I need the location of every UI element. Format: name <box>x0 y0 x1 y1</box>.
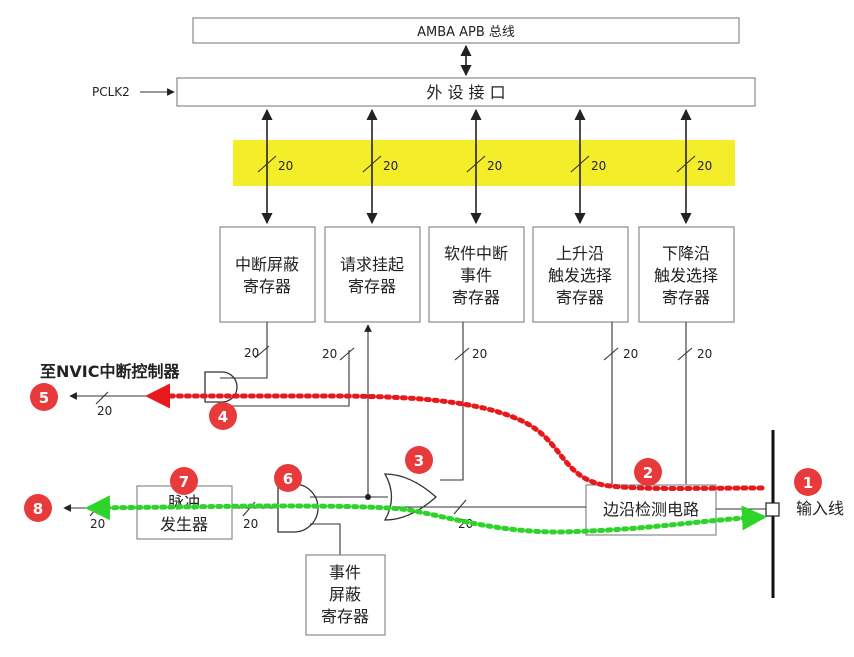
width-label: 20 <box>278 159 293 173</box>
svg-text:寄存器: 寄存器 <box>321 607 369 626</box>
step-badge-3: 3 <box>405 446 433 474</box>
step-badge-2: 2 <box>634 458 662 486</box>
svg-text:发生器: 发生器 <box>160 515 208 534</box>
width-label: 20 <box>487 159 502 173</box>
input-pin <box>765 502 780 517</box>
amba-apb-bus-box <box>192 17 740 44</box>
junction-dot <box>365 494 371 500</box>
svg-text:5: 5 <box>39 389 49 407</box>
interrupt-and-gate <box>204 371 238 403</box>
width-label: 20 <box>697 159 712 173</box>
width-label: 20 <box>383 159 398 173</box>
svg-text:事件: 事件 <box>329 563 361 582</box>
step-badge-1: 1 <box>794 468 822 496</box>
nvic-width-label: 20 <box>97 404 112 418</box>
peripheral-interface-label: 外 设 接 口 <box>426 83 505 102</box>
svg-text:1: 1 <box>803 474 813 492</box>
svg-text:中断屏蔽: 中断屏蔽 <box>235 255 299 274</box>
highlight-band <box>233 140 735 186</box>
svg-text:寄存器: 寄存器 <box>243 277 291 296</box>
svg-text:触发选择: 触发选择 <box>654 266 718 285</box>
svg-text:寄存器: 寄存器 <box>348 277 396 296</box>
svg-text:20: 20 <box>243 517 258 531</box>
svg-text:软件中断: 软件中断 <box>444 244 508 263</box>
step-badge-7: 7 <box>170 467 198 495</box>
input-line-label: 输入线 <box>796 499 844 518</box>
event-path <box>85 495 767 535</box>
svg-text:20: 20 <box>623 347 638 361</box>
event-mask-register: 事件 屏蔽 寄存器 <box>305 554 386 636</box>
svg-text:3: 3 <box>414 452 424 470</box>
svg-text:寄存器: 寄存器 <box>556 288 604 307</box>
pclk2-label: PCLK2 <box>92 85 130 99</box>
software-interrupt-event-register: 软件中断 事件 寄存器 <box>428 226 525 323</box>
falling-edge-select-register: 下降沿 触发选择 寄存器 <box>638 226 735 323</box>
svg-text:20: 20 <box>322 347 337 361</box>
svg-text:20: 20 <box>244 346 259 360</box>
svg-text:寄存器: 寄存器 <box>662 288 710 307</box>
event-mask-wire <box>310 523 341 555</box>
svg-text:4: 4 <box>218 408 228 426</box>
peripheral-interface-box <box>176 77 756 107</box>
svg-text:20: 20 <box>697 347 712 361</box>
svg-text:20: 20 <box>90 517 105 531</box>
rising-edge-select-register: 上升沿 触发选择 寄存器 <box>532 226 629 323</box>
amba-apb-bus-label: AMBA APB 总线 <box>417 25 515 40</box>
register-bus-arrows <box>261 108 692 225</box>
step-badge-8: 8 <box>24 494 52 522</box>
svg-text:下降沿: 下降沿 <box>662 244 710 263</box>
svg-text:屏蔽: 屏蔽 <box>329 585 361 604</box>
svg-text:上升沿: 上升沿 <box>556 244 604 263</box>
interrupt-path <box>145 383 765 491</box>
bus-width-marks-top: 20 20 20 20 20 <box>257 155 712 173</box>
step-badge-5: 5 <box>30 383 58 411</box>
svg-text:6: 6 <box>283 470 293 488</box>
interrupt-mask-register: 中断屏蔽 寄存器 <box>219 226 316 323</box>
width-label: 20 <box>591 159 606 173</box>
svg-text:8: 8 <box>33 500 43 518</box>
svg-text:事件: 事件 <box>460 266 492 285</box>
svg-text:触发选择: 触发选择 <box>548 266 612 285</box>
pending-request-register: 请求挂起 寄存器 <box>324 226 421 323</box>
svg-text:请求挂起: 请求挂起 <box>340 255 404 274</box>
register-output-wires: 20 20 20 20 20 <box>220 322 712 496</box>
svg-text:寄存器: 寄存器 <box>452 288 500 307</box>
edge-detect-label: 边沿检测电路 <box>603 500 699 519</box>
svg-text:2: 2 <box>643 464 653 482</box>
step-badge-6: 6 <box>274 464 302 492</box>
step-badge-4: 4 <box>209 402 237 430</box>
nvic-label: 至NVIC中断控制器 <box>40 362 180 381</box>
svg-text:7: 7 <box>179 473 189 491</box>
svg-text:20: 20 <box>472 347 487 361</box>
